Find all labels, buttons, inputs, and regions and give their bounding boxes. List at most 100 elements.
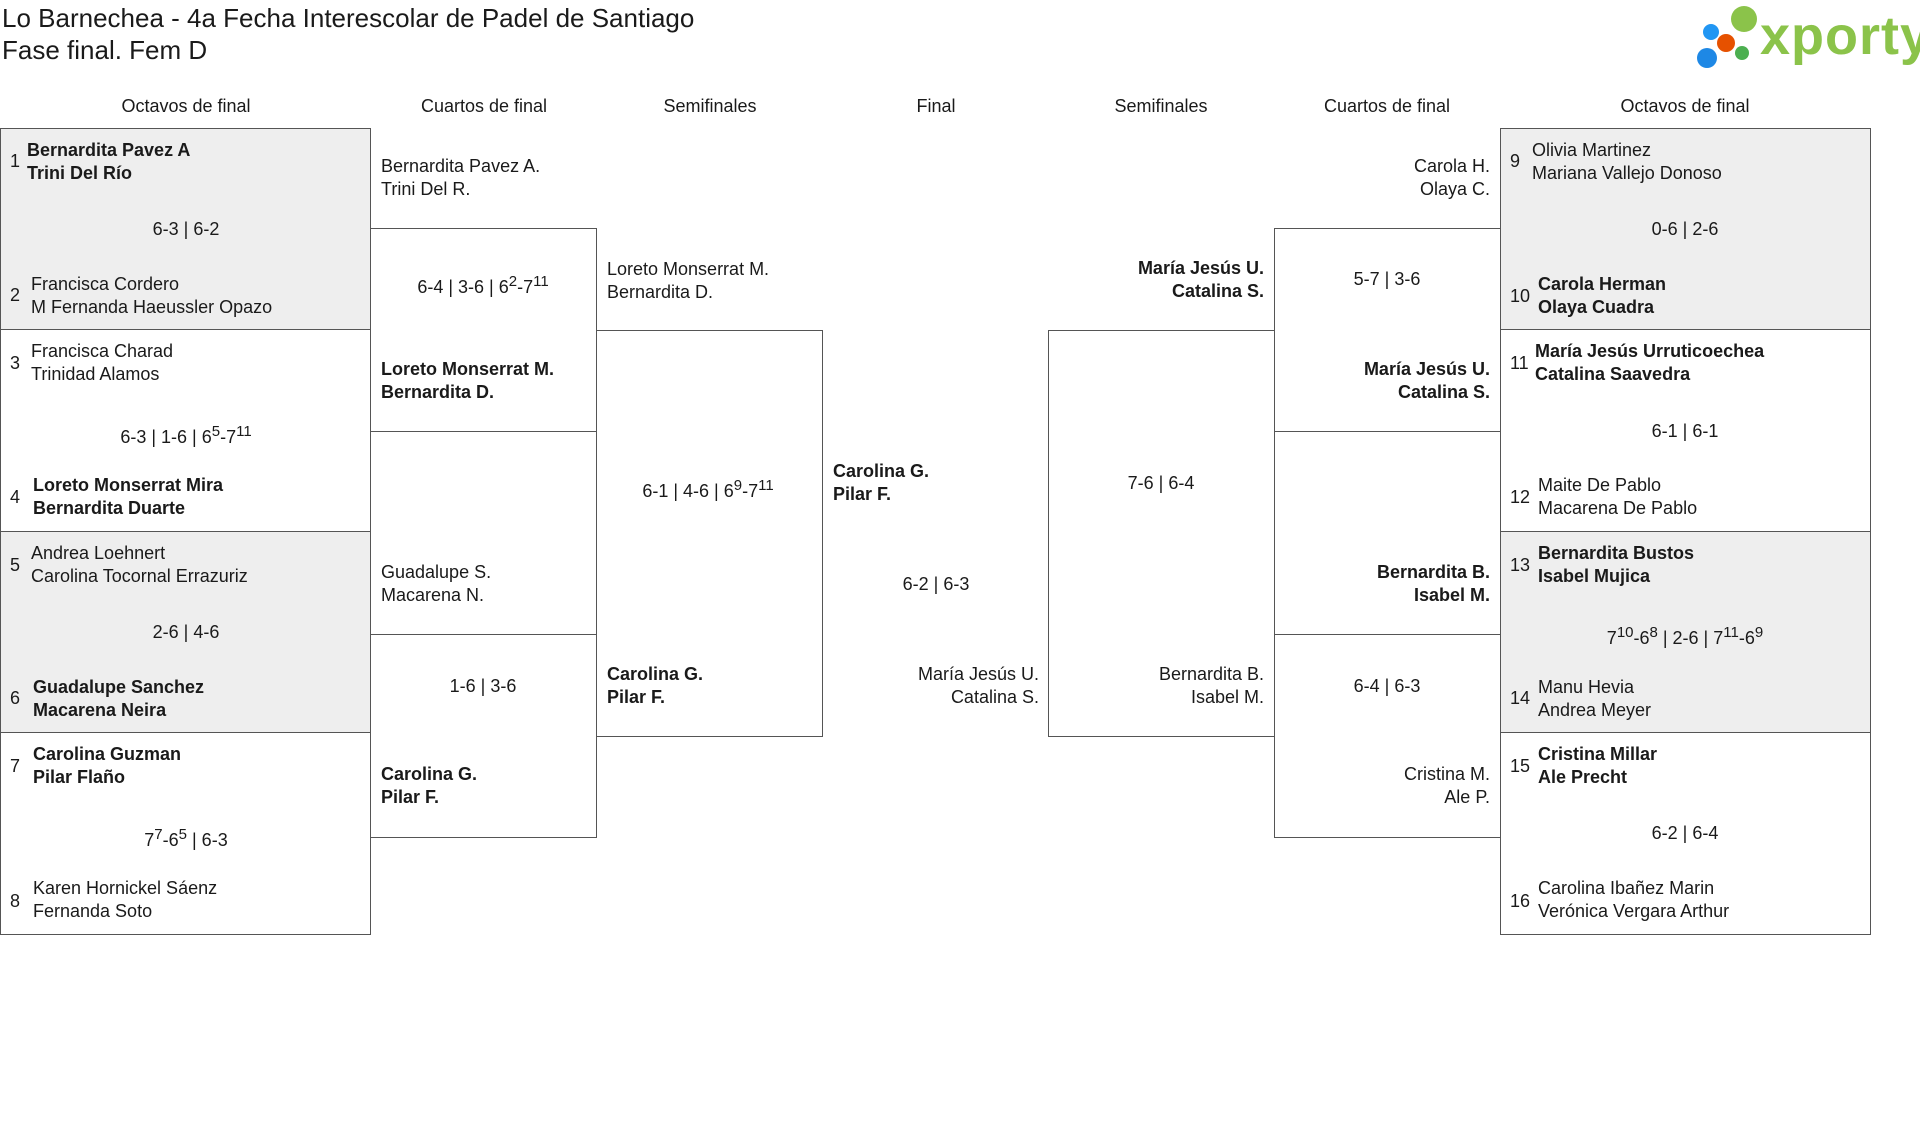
player-name: Cristina M. — [1403, 764, 1490, 784]
match-box — [596, 330, 823, 737]
match-score: 1-6 | 3-6 — [449, 676, 517, 696]
finalist-name: Carolina G. — [833, 461, 930, 481]
player-name: María Jesús U. — [1363, 359, 1490, 379]
player-name: Bernardita Duarte — [33, 498, 186, 518]
player-name: Loreto Monserrat Mira — [33, 475, 224, 495]
logo-dot-blue-top — [1703, 24, 1719, 40]
player-name: Mariana Vallejo Donoso — [1532, 163, 1722, 183]
finalist-name: Pilar F. — [833, 484, 892, 504]
player-name: Catalina Saavedra — [1535, 364, 1691, 384]
logo-dot-green-small — [1735, 46, 1749, 60]
finalist-name: Catalina S. — [950, 687, 1039, 707]
player-name: Carola H. — [1413, 156, 1490, 176]
match-score: 6-4 | 6-3 — [1353, 676, 1421, 696]
match-score: 6-1 | 6-1 — [1651, 421, 1719, 441]
player-name: Cristina Millar — [1538, 744, 1658, 764]
player-name: Olaya Cuadra — [1538, 297, 1655, 317]
match-score: 77-65 | 6-3 — [144, 826, 228, 850]
player-name: Carolina G. — [607, 664, 704, 684]
match-score: 710-68 | 2-6 | 711-69 — [1606, 624, 1764, 648]
player-name: Guadalupe S. — [381, 562, 492, 582]
player-name: Carolina Tocornal Errazuriz — [31, 566, 248, 586]
match-score: 6-4 | 3-6 | 62-711 — [417, 273, 549, 297]
match-score: 0-6 | 2-6 — [1651, 219, 1719, 239]
seed-number: 12 — [1510, 487, 1531, 507]
player-name: Bernardita Pavez A. — [381, 156, 541, 176]
player-name: Olaya C. — [1419, 179, 1490, 199]
player-name: Maite De Pablo — [1538, 475, 1662, 495]
player-name: Bernardita B. — [1376, 562, 1490, 582]
player-name: Bernardita B. — [1158, 664, 1264, 684]
player-name: Fernanda Soto — [33, 901, 153, 921]
player-name: Bernardita Pavez A — [27, 140, 191, 160]
player-name: Trini Del R. — [381, 179, 471, 199]
player-name: María Jesús U. — [1137, 258, 1264, 278]
player-name: María Jesús Urruticoechea — [1535, 341, 1765, 361]
player-name: Carolina Guzman — [33, 744, 182, 764]
player-name: Bernardita D. — [381, 382, 495, 402]
match-box — [0, 531, 371, 733]
logo-dot-orange — [1717, 34, 1735, 52]
player-name: Bernardita Bustos — [1538, 543, 1695, 563]
player-name: Pilar F. — [607, 687, 666, 707]
player-name: Loreto Monserrat M. — [607, 259, 770, 279]
match-score: 2-6 | 4-6 — [152, 622, 220, 642]
logo-text: xporty — [1760, 6, 1920, 66]
match-box — [1500, 128, 1871, 330]
player-name: Isabel M. — [1413, 585, 1490, 605]
seed-number: 11 — [1510, 353, 1529, 373]
player-name: Carola Herman — [1538, 274, 1667, 294]
player-name: Ale Precht — [1538, 767, 1628, 787]
header-final: Final — [916, 96, 956, 116]
player-name: Francisca Cordero — [31, 274, 180, 294]
player-name: Macarena Neira — [33, 700, 167, 720]
seed-number: 6 — [10, 688, 21, 708]
player-name: Carolina Ibañez Marin — [1538, 878, 1715, 898]
player-name: Isabel Mujica — [1538, 566, 1651, 586]
player-name: Pilar Flaño — [33, 767, 126, 787]
match-score: 6-3 | 6-2 — [152, 219, 220, 239]
player-name: Trinidad Alamos — [31, 364, 160, 384]
header-semis-right: Semifinales — [1114, 96, 1208, 116]
seed-number: 16 — [1510, 891, 1531, 911]
match-score: 5-7 | 3-6 — [1353, 269, 1421, 289]
header-octavos-left: Octavos de final — [121, 96, 251, 116]
logo-dot-green — [1731, 6, 1757, 32]
final-score: 6-2 | 6-3 — [902, 574, 970, 594]
seed-number: 2 — [10, 285, 21, 305]
xporty-logo: xporty — [1695, 4, 1920, 68]
player-name: Carolina G. — [381, 764, 478, 784]
player-name: Catalina S. — [1397, 382, 1490, 402]
player-name: Francisca Charad — [31, 341, 174, 361]
player-name: Guadalupe Sanchez — [33, 677, 205, 697]
seed-number: 14 — [1510, 688, 1531, 708]
match-score: 6-2 | 6-4 — [1651, 823, 1719, 843]
seed-number: 3 — [10, 353, 21, 373]
header-semis-left: Semifinales — [663, 96, 757, 116]
player-name: Macarena N. — [381, 585, 485, 605]
seed-number: 4 — [10, 487, 21, 507]
player-name: Isabel M. — [1190, 687, 1264, 707]
player-name: Andrea Meyer — [1538, 700, 1652, 720]
page-subtitle: Fase final. Fem D — [2, 35, 208, 65]
logo-dot-blue — [1697, 48, 1717, 68]
finalist-name: María Jesús U. — [917, 664, 1039, 684]
match-box — [1500, 732, 1871, 935]
seed-number: 5 — [10, 555, 21, 575]
match-score: 7-6 | 6-4 — [1127, 473, 1195, 493]
seed-number: 8 — [10, 891, 21, 911]
player-name: Loreto Monserrat M. — [381, 359, 555, 379]
page-title: Lo Barnechea - 4a Fecha Interescolar de … — [2, 3, 695, 33]
seed-number: 10 — [1510, 286, 1531, 306]
player-name: Ale P. — [1444, 787, 1490, 807]
player-name: Trini Del Río — [27, 163, 133, 183]
match-box — [0, 128, 371, 330]
player-name: Pilar F. — [381, 787, 440, 807]
player-name: Olivia Martinez — [1532, 140, 1652, 160]
player-name: Verónica Vergara Arthur — [1538, 901, 1730, 921]
player-name: Catalina S. — [1171, 281, 1264, 301]
match-score: 6-1 | 4-6 | 69-711 — [642, 477, 774, 501]
player-name: M Fernanda Haeussler Opazo — [31, 297, 273, 317]
seed-number: 1 — [10, 151, 21, 171]
seed-number: 15 — [1510, 756, 1531, 776]
